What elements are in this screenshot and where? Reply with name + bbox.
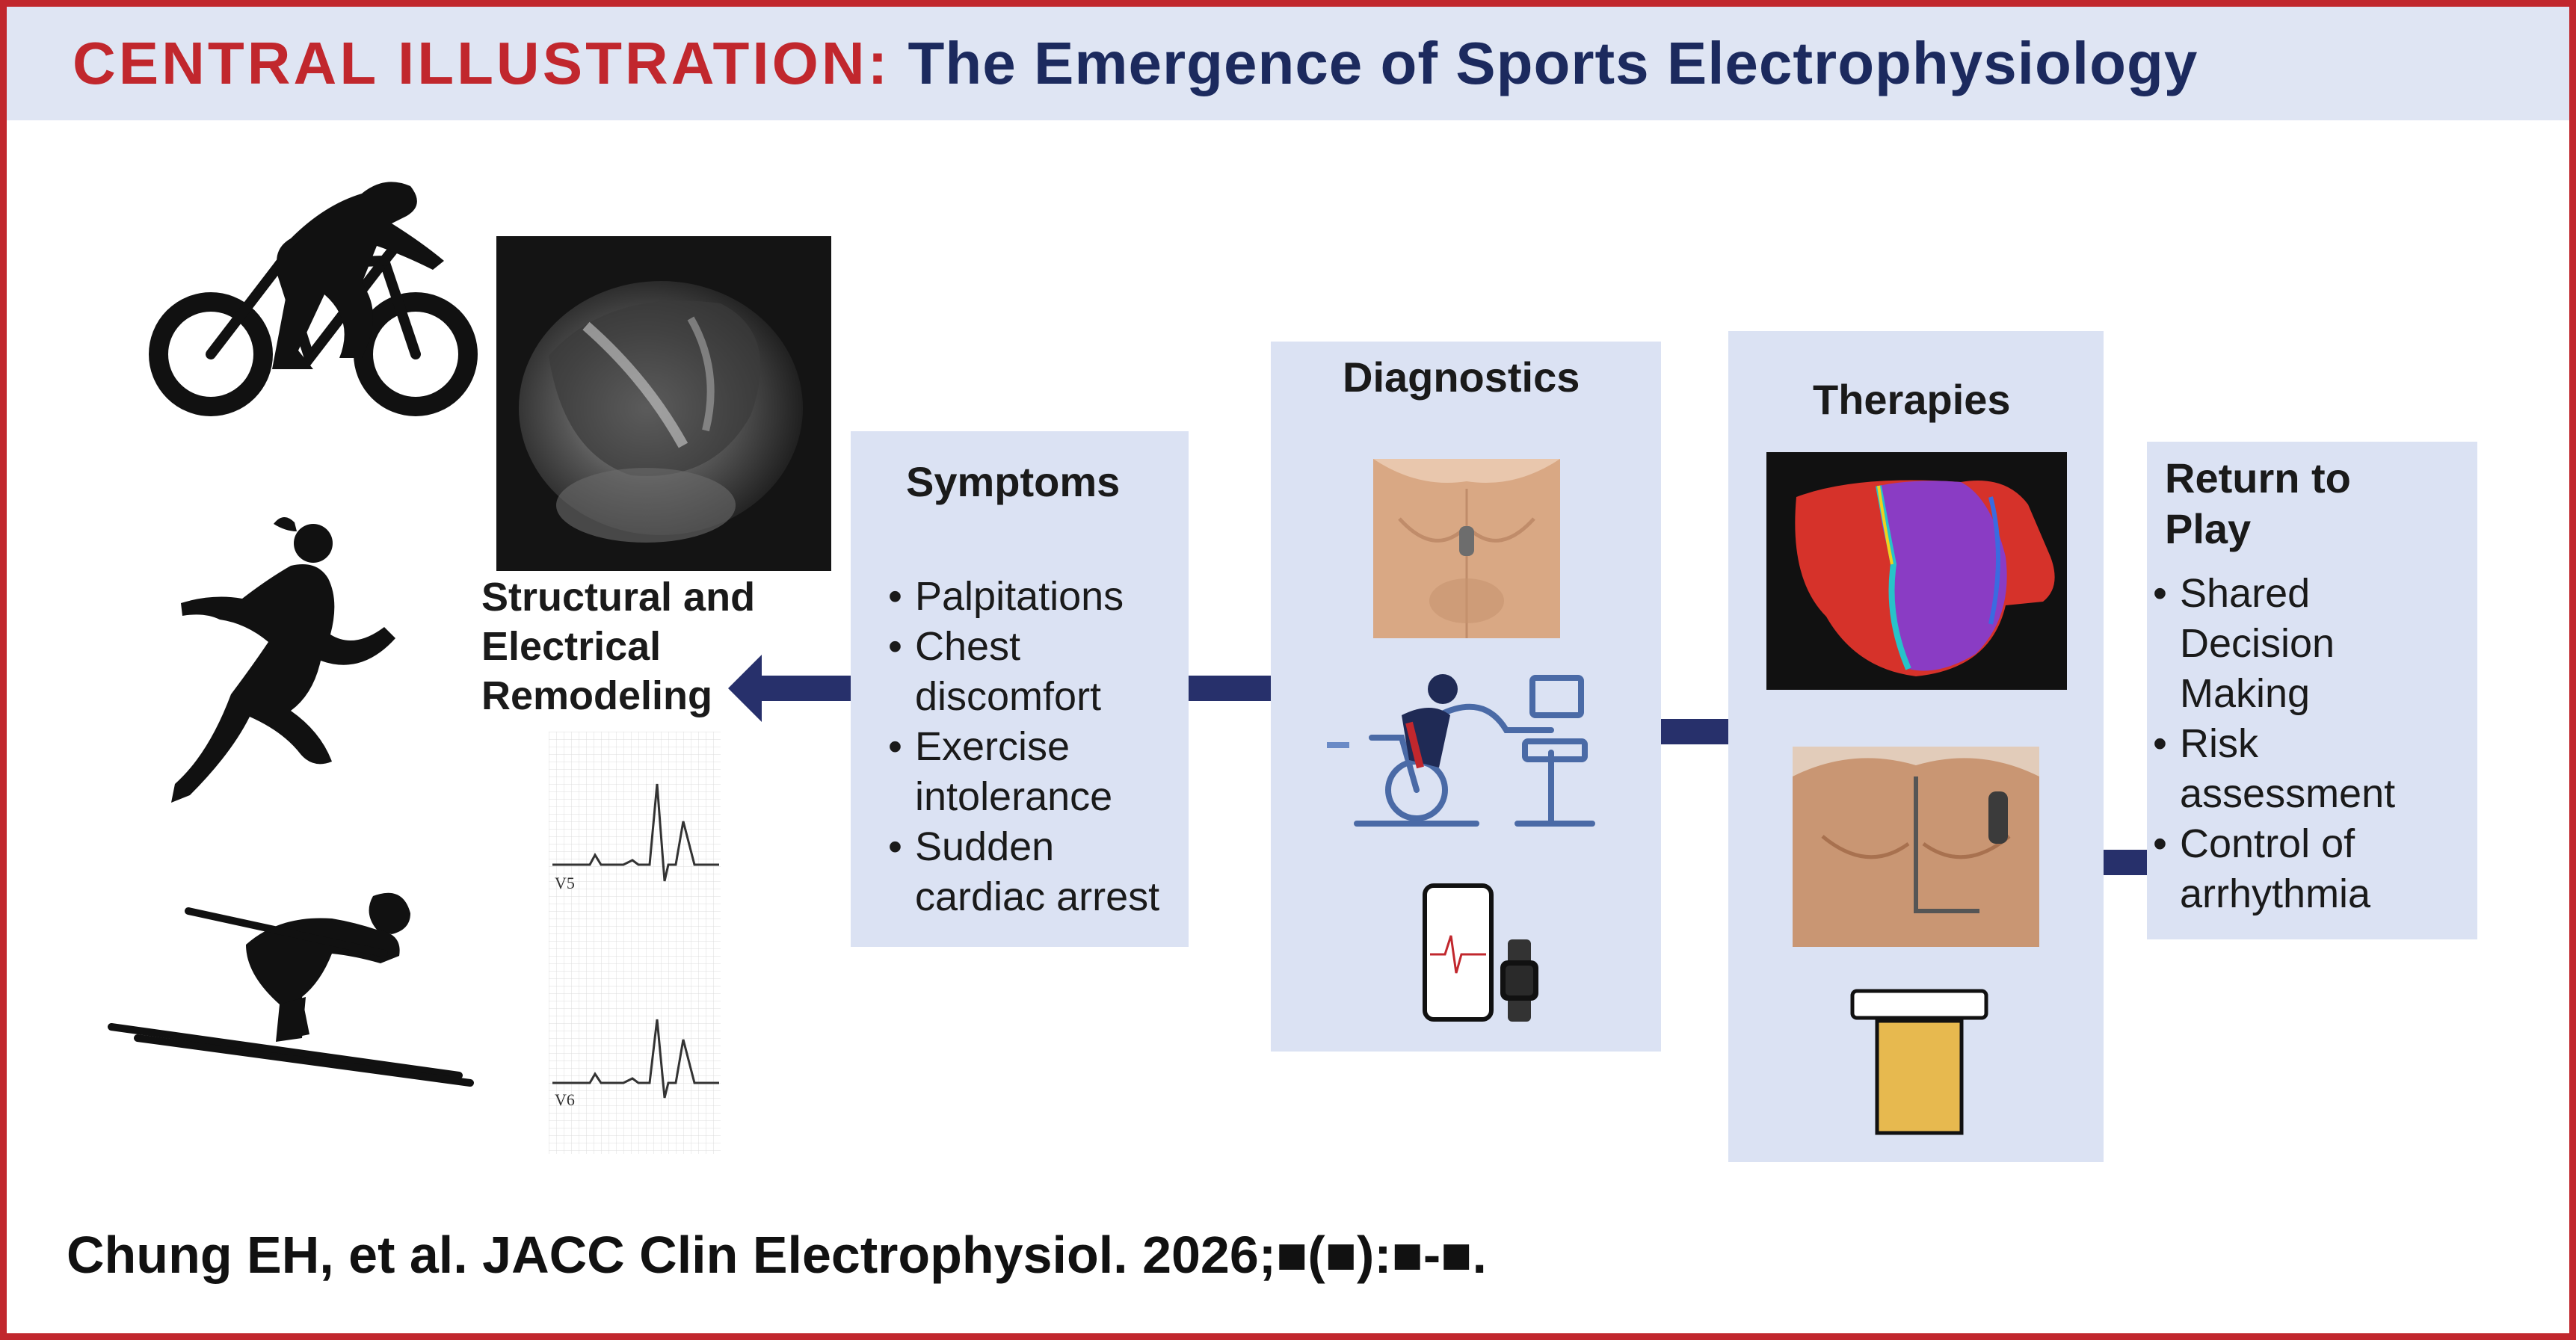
symptoms-heading: Symptoms: [906, 458, 1121, 505]
smartwatch-icon: [1500, 939, 1538, 1022]
mri-image: [496, 236, 831, 571]
list-item: Exercise intolerance: [888, 722, 1180, 822]
ecg-lead-v6: V6: [555, 1090, 575, 1109]
exercise-test-icon: [1327, 674, 1595, 827]
diagnostics-heading: Diagnostics: [1343, 353, 1580, 401]
list-item: Chest discomfort: [888, 622, 1180, 722]
cyclist-icon: [149, 182, 478, 416]
runner-icon: [171, 516, 395, 803]
arrow-symptoms-diagnostics: [1139, 655, 1315, 722]
therapies-box: Therapies: [1728, 331, 2104, 1162]
ablation-map-image: [1766, 452, 2067, 690]
list-item: Control of arrhythmia: [2153, 819, 2474, 919]
diagnostics-box: Diagnostics: [1271, 342, 1661, 1052]
list-item: Sudden cardiac arrest: [888, 822, 1180, 922]
skier-icon: [108, 892, 474, 1087]
icd-chest-image: [1793, 747, 2039, 947]
remodeling-line-3: Remodeling: [481, 673, 713, 718]
page-title: CENTRAL ILLUSTRATION: The Emergence of S…: [73, 34, 2198, 93]
arrow-diagnostics-therapies: [1620, 698, 1777, 765]
medication-icon: [1850, 989, 1988, 1135]
return-to-play-list: Shared Decision Making Risk assessment C…: [2153, 569, 2474, 919]
citation: Chung EH, et al. JACC Clin Electrophysio…: [67, 1226, 1487, 1284]
chest-monitor-image: [1373, 459, 1560, 638]
symptoms-box: Symptoms Palpitations Chest discomfort E…: [851, 431, 1189, 947]
title-label: CENTRAL ILLUSTRATION:: [73, 30, 891, 96]
smartphone-icon: [1423, 883, 1494, 1022]
arrow-remodeling-symptoms: [728, 655, 893, 722]
remodeling-line-1: Structural and: [481, 575, 756, 620]
therapies-heading: Therapies: [1813, 376, 2011, 423]
list-item: Risk assessment: [2153, 719, 2474, 819]
title-text: The Emergence of Sports Electrophysiolog…: [908, 30, 2198, 96]
list-item: Shared Decision Making: [2153, 569, 2474, 719]
remodeling-label: Structural and Electrical Remodeling: [481, 572, 755, 720]
return-to-play-box: Return to Play Shared Decision Making Ri…: [2147, 442, 2477, 939]
header-bar: CENTRAL ILLUSTRATION: The Emergence of S…: [7, 7, 2569, 120]
ecg-lead-v5: V5: [555, 874, 575, 892]
ecg-strip: V5 V6: [549, 732, 721, 1154]
arrow-therapies-return: [2046, 829, 2204, 896]
list-item: Palpitations: [888, 572, 1180, 622]
remodeling-line-2: Electrical: [481, 624, 662, 669]
symptoms-list: Palpitations Chest discomfort Exercise i…: [888, 572, 1180, 922]
return-to-play-heading: Return to Play: [2165, 454, 2351, 553]
